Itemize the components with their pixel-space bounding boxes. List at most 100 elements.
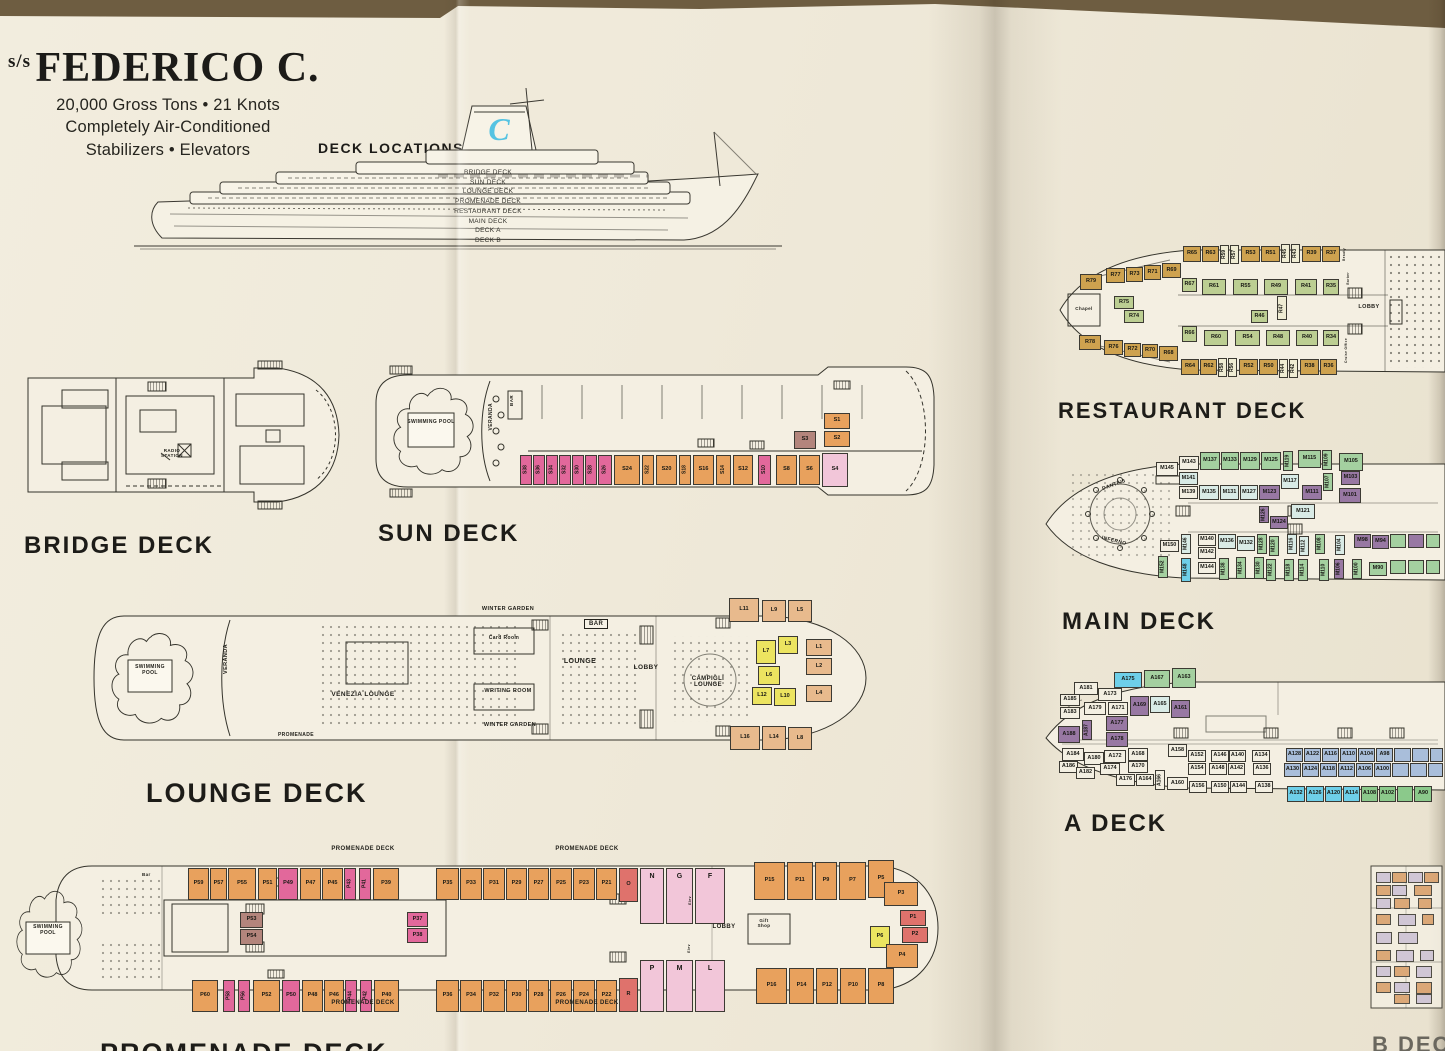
cabin-l4: L4 [806, 685, 832, 702]
cabin-a110: A110 [1340, 748, 1357, 762]
cabin-l3: L3 [778, 636, 798, 654]
promenade-deck-title: PROMENADE DECK [100, 1038, 388, 1051]
cabin-s12: S12 [733, 455, 753, 485]
cabin-m110: M110 [1319, 559, 1329, 581]
cabin-s30: S30 [572, 455, 584, 485]
cabin-a188: A188 [1058, 726, 1080, 743]
cabin [1376, 966, 1391, 977]
cabin-r52: R52 [1239, 359, 1258, 375]
profile-deck-name: MAIN DECK [468, 217, 508, 225]
cabin-r40: R40 [1296, 330, 1318, 346]
cabin-r64: R64 [1181, 359, 1199, 375]
cabin [1428, 763, 1443, 777]
cabin-p42: P42 [360, 980, 372, 1012]
cabin-s36: S36 [533, 455, 545, 485]
cabin [1408, 534, 1424, 548]
cabin [1410, 763, 1427, 777]
plan-label: CAMPIGLI LOUNGE [691, 676, 725, 688]
cabin-r48: R48 [1266, 330, 1290, 346]
cabin-m124: M124 [1270, 516, 1288, 529]
cabin-p14: P14 [789, 968, 814, 1004]
cabin-p56: P56 [238, 980, 250, 1012]
cabin-a130: A130 [1284, 763, 1301, 777]
cabin-r56: R56 [1228, 358, 1237, 377]
main-deck-title: MAIN DECK [1062, 607, 1216, 635]
bridge-deck-title: BRIDGE DECK [24, 531, 215, 559]
cabin-a177: A177 [1106, 716, 1128, 731]
cabin-m126: M126 [1259, 506, 1269, 523]
plan-label: LOBBY [712, 924, 736, 930]
cabin-a134: A134 [1252, 750, 1270, 762]
cabin-m133: M133 [1221, 452, 1239, 470]
cabin-m125: M125 [1261, 452, 1281, 470]
cabin [1392, 885, 1407, 896]
cabin-r72: R72 [1124, 343, 1141, 357]
cabin-m94: M94 [1372, 535, 1389, 549]
cabin [1412, 748, 1429, 762]
profile-deck-name: LOUNGE DECK [462, 188, 514, 196]
cabin-r63: R63 [1202, 246, 1219, 262]
cabin-p29: P29 [506, 868, 527, 900]
cabin-f: F [695, 868, 725, 924]
cabin-p8: P8 [868, 968, 894, 1004]
cabin-s28: S28 [585, 455, 597, 485]
cabin-r70: R70 [1142, 344, 1158, 358]
brochure-header: s/s FEDERICO C. 20,000 Gross Tons • 21 K… [8, 44, 328, 161]
plan-label: SWIMMING POOL [407, 419, 455, 425]
cabin [1376, 872, 1391, 883]
cabin [1414, 885, 1432, 896]
cabin-p47: P47 [300, 868, 321, 900]
cabin-s32: S32 [559, 455, 571, 485]
cabin [1376, 982, 1391, 993]
cabin-a132: A132 [1287, 786, 1305, 802]
sun-deck-title: SUN DECK [378, 519, 520, 547]
cabin-o: O [619, 868, 638, 902]
cabin-s26: S26 [598, 455, 612, 485]
cabin [1394, 748, 1411, 762]
cabin-a166: A166 [1155, 770, 1165, 790]
cabin-r68: R68 [1159, 346, 1178, 361]
cabin-r74: R74 [1124, 310, 1144, 323]
bridge-deck-plan: RADIO STATION [18, 348, 348, 523]
cabin-a148: A148 [1209, 763, 1227, 775]
cabin-p58: P58 [223, 980, 235, 1012]
cabin-r59: R59 [1220, 245, 1229, 264]
cabin [1426, 534, 1440, 548]
cabin-p34: P34 [460, 980, 482, 1012]
cabin-r37: R37 [1322, 246, 1340, 262]
plan-label: Chapel [1075, 306, 1093, 311]
plan-label: PROMENADE DECK [331, 1000, 395, 1006]
cabin-p45: P45 [322, 868, 343, 900]
cabin-p60: P60 [192, 980, 218, 1012]
cabin-r61: R61 [1202, 279, 1226, 295]
cabin-p11: P11 [787, 862, 813, 900]
funnel-logo: C [488, 111, 510, 147]
cabin-r77: R77 [1106, 268, 1125, 283]
cabin-p31: P31 [483, 868, 505, 900]
cabin [1408, 872, 1423, 883]
cabin-m143: M143 [1179, 456, 1199, 470]
cabin-a170: A170 [1128, 761, 1148, 773]
cabin-p1: P1 [900, 910, 926, 926]
cabin-m106: M106 [1334, 559, 1344, 579]
cabin [1398, 932, 1418, 944]
cabin-p2: P2 [902, 927, 928, 943]
cabin-m116: M116 [1287, 534, 1297, 554]
cabin-s3: S3 [794, 431, 816, 449]
cabin-m107: M107 [1323, 473, 1333, 491]
plan-label: Gift Shop [757, 918, 771, 928]
cabin-m112: M112 [1299, 536, 1309, 556]
cabin-r34: R34 [1323, 330, 1339, 346]
cabin-p50: P50 [282, 980, 300, 1012]
cabin-a175: A175 [1114, 672, 1142, 688]
cabin-m104: M104 [1335, 535, 1345, 555]
cabin-p23: P23 [573, 868, 595, 900]
cabin-r45: R45 [1281, 244, 1290, 263]
cabin-p35: P35 [436, 868, 459, 900]
cabin-a179: A179 [1084, 702, 1106, 715]
cabin-a144: A144 [1230, 781, 1247, 793]
cabin-a158: A158 [1168, 744, 1187, 757]
spec-line: Stabilizers • Elevators [85, 140, 251, 159]
cabin-m134: M134 [1236, 557, 1246, 579]
